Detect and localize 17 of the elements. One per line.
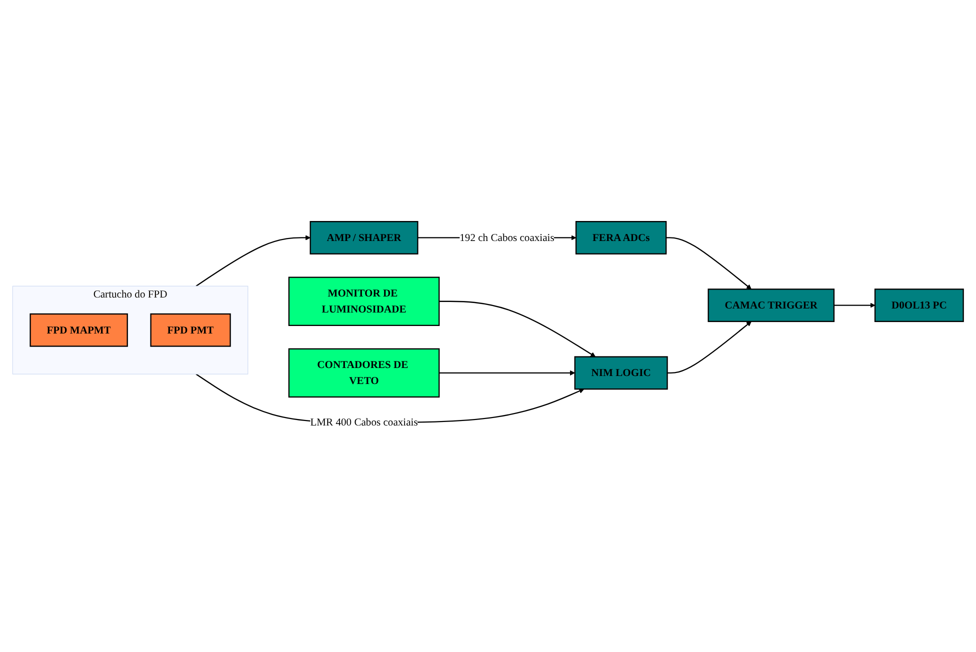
arrow xyxy=(666,237,752,290)
node-box: AMP / SHAPER xyxy=(310,221,418,254)
arrow xyxy=(834,302,876,308)
edge-label: LMR 400 Cabos coaxiais xyxy=(310,416,418,428)
node-box: FPD PMT xyxy=(150,313,231,347)
node-box: NIM LOGIC xyxy=(574,356,668,390)
node-box: MONITOR DE LUMINOSIDADE xyxy=(288,276,440,326)
node-box: CAMAC TRIGGER xyxy=(708,288,835,322)
node-box: CONTADORES DE VETO xyxy=(288,348,440,398)
node-box: FERA ADCs xyxy=(575,221,667,254)
node-box: FPD MAPMT xyxy=(30,313,128,347)
arrow xyxy=(667,321,752,374)
arrow xyxy=(196,235,311,287)
arrow xyxy=(439,370,576,376)
arrow xyxy=(439,300,596,358)
edge-label: 192 ch Cabos coaxiais xyxy=(460,232,554,244)
node-box: D0OL13 PC xyxy=(874,288,964,322)
